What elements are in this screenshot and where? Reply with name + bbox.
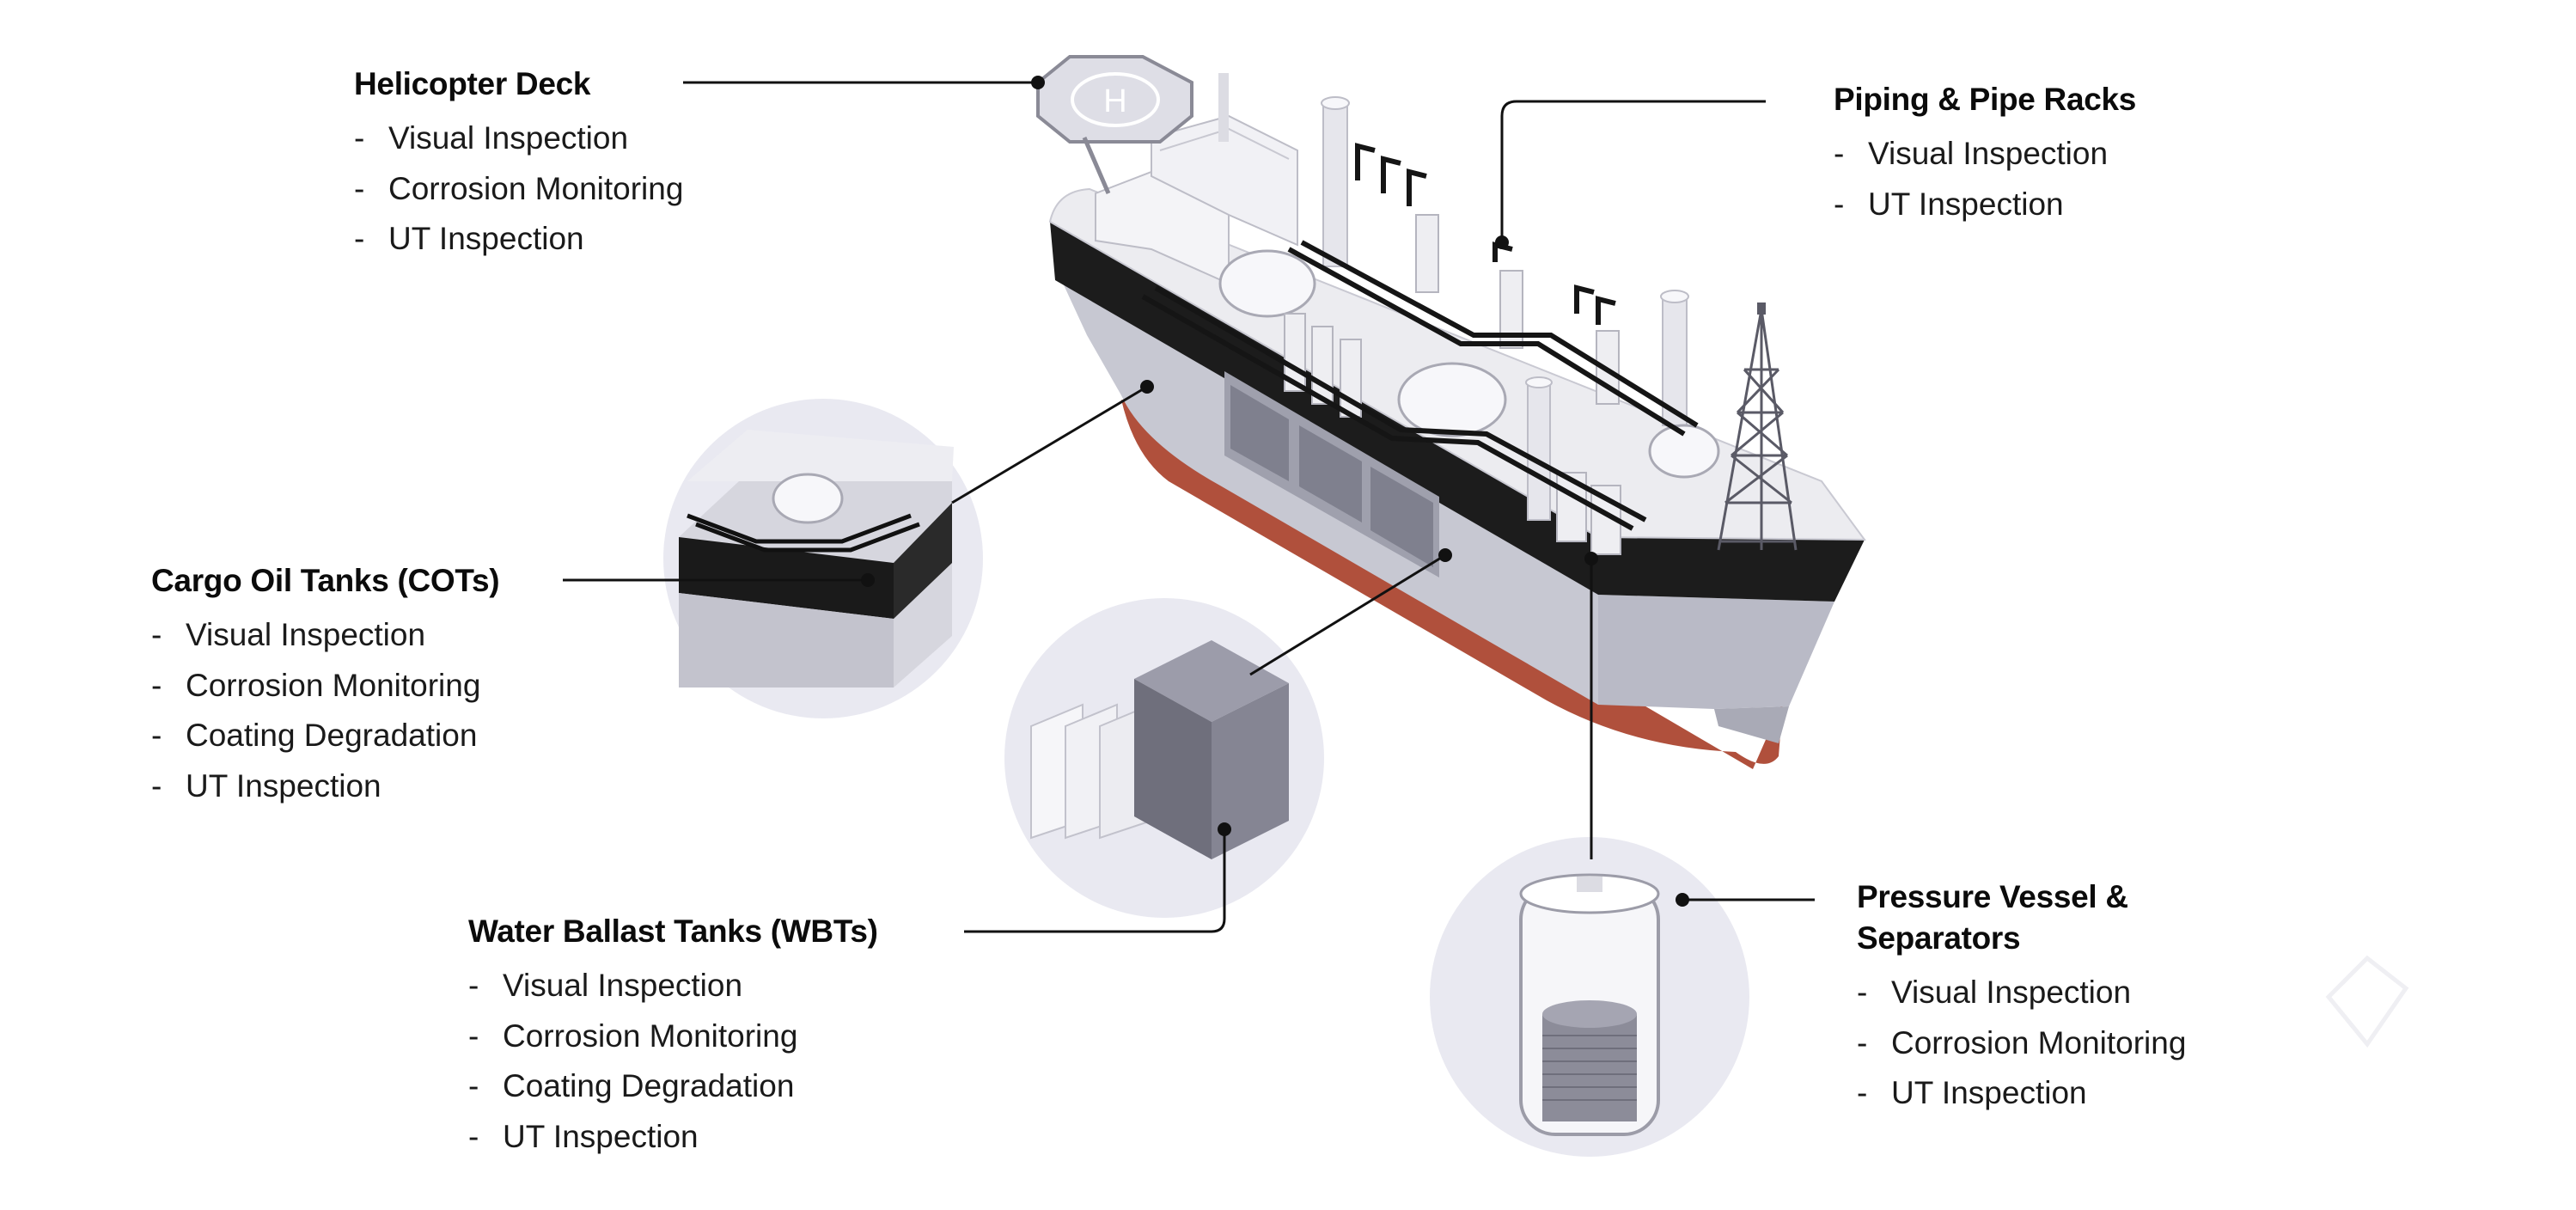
water-ballast-tank-inset — [1004, 598, 1324, 918]
hull-band-black — [1050, 222, 1598, 595]
separator-vessel — [1397, 362, 1507, 437]
inspection-item: -Corrosion Monitoring — [354, 170, 684, 206]
inspection-item: -Coating Degradation — [151, 718, 478, 753]
callout-water-ballast-tanks: Water Ballast Tanks (WBTs) -Visual Inspe… — [468, 911, 878, 1162]
helipad-marking: H — [1103, 83, 1126, 119]
callout-title: Cargo Oil Tanks (COTs) — [151, 563, 500, 598]
inspection-item: -UT Inspection — [354, 221, 584, 256]
callout-title-line-1: Pressure Vessel & — [1857, 879, 2128, 914]
inspection-list: -Visual Inspection -Corrosion Monitoring… — [468, 961, 878, 1162]
leader-water-ballast-tanks — [964, 829, 1226, 933]
inspection-item: -UT Inspection — [468, 1118, 699, 1154]
inspection-item: -Visual Inspection — [1834, 136, 2109, 171]
cargo-oil-tank-inset — [663, 399, 983, 718]
topsides: H — [1036, 55, 1798, 555]
inspection-item: -UT Inspection — [1834, 186, 2064, 222]
inspection-item: -UT Inspection — [1857, 1075, 2087, 1110]
callout-pressure-vessel: Pressure Vessel & Separators -Visual Ins… — [1857, 877, 2186, 1119]
tank-section — [1230, 385, 1289, 481]
callout-title-line-2: Separators — [1857, 920, 2021, 956]
inspection-list: -Visual Inspection -Corrosion Monitoring… — [151, 610, 499, 811]
pipe-racks — [1141, 143, 1699, 531]
callout-cargo-oil-tanks: Cargo Oil Tanks (COTs) -Visual Inspectio… — [151, 560, 500, 811]
separator-vessel — [1218, 249, 1316, 318]
stack — [1527, 382, 1551, 521]
hull-front-grey — [1598, 595, 1834, 709]
separator-vessel — [1648, 424, 1720, 479]
callout-title: Piping & Pipe Racks — [1834, 82, 2137, 117]
hull-front-black — [1598, 537, 1865, 602]
callout-title: Helicopter Deck — [354, 66, 591, 101]
inspection-item: -Corrosion Monitoring — [1857, 1024, 2187, 1060]
inspection-item: -Corrosion Monitoring — [468, 1018, 798, 1054]
callout-helicopter-deck: Helicopter Deck -Visual Inspection -Corr… — [354, 64, 683, 265]
inspection-list: -Visual Inspection -Corrosion Monitoring… — [354, 113, 683, 265]
helideck-platform — [1036, 55, 1193, 144]
hull-front-grey-light — [1714, 706, 1789, 743]
leader-lines — [563, 81, 1815, 933]
mast — [1218, 73, 1229, 142]
derrick-tower — [1717, 309, 1798, 551]
inspection-item: -Corrosion Monitoring — [151, 667, 481, 703]
leader-piping — [1500, 100, 1766, 242]
callout-piping: Piping & Pipe Racks -Visual Inspection -… — [1834, 79, 2136, 229]
inspection-list: -Visual Inspection -UT Inspection — [1834, 129, 2136, 229]
inspection-item: -Visual Inspection — [1857, 975, 2132, 1010]
inspection-item: -Visual Inspection — [354, 120, 629, 156]
leader-cot-to-ship — [951, 385, 1148, 504]
leader-wbt-to-ship — [1249, 553, 1446, 676]
tank-section — [1370, 467, 1433, 567]
watermark-mark — [2325, 955, 2409, 1048]
inspection-item: -Coating Degradation — [468, 1068, 795, 1103]
pressure-vessel-inset — [1430, 837, 1749, 1157]
tank-section — [1299, 425, 1362, 522]
inspection-list: -Visual Inspection -Corrosion Monitoring… — [1857, 968, 2186, 1119]
stack — [1322, 102, 1348, 267]
leader-dots — [861, 76, 1689, 907]
inspection-item: -Visual Inspection — [151, 617, 426, 652]
callout-title: Water Ballast Tanks (WBTs) — [468, 914, 878, 949]
inspection-item: -Visual Inspection — [468, 968, 743, 1003]
inspection-item: -UT Inspection — [151, 767, 382, 804]
